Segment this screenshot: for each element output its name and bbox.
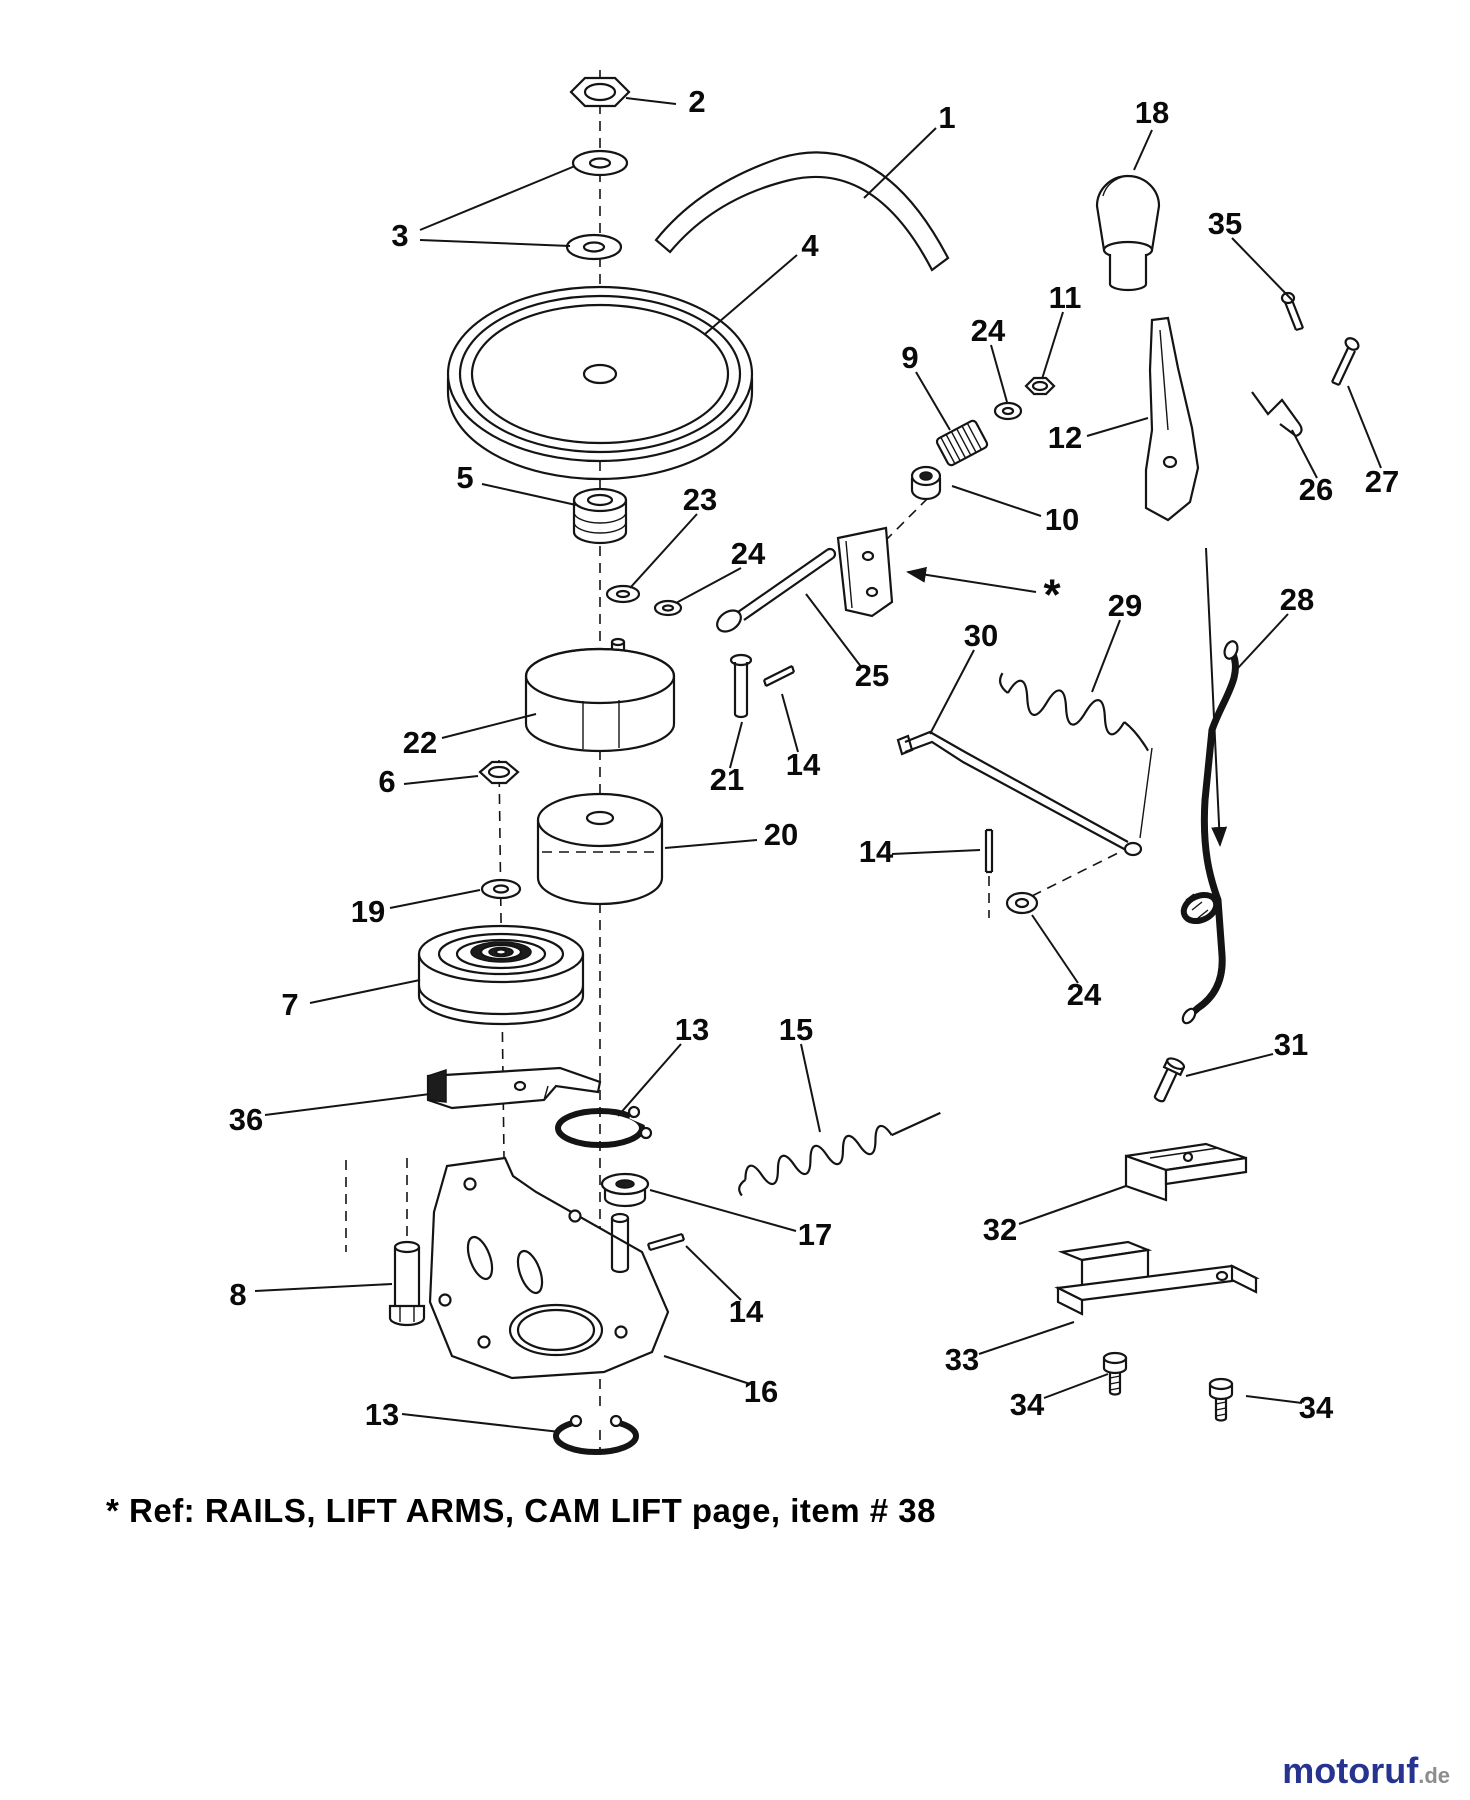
watermark-tld: .de (1418, 1763, 1450, 1788)
part-34-bolt-left (1102, 1351, 1128, 1396)
callout-4: 4 (801, 228, 819, 263)
callout-31: 31 (1274, 1027, 1308, 1062)
part-34-bolt-right (1208, 1377, 1234, 1422)
part-24-washer-c (1005, 891, 1039, 915)
callout-14-a: 14 (786, 747, 821, 782)
callout-5: 5 (456, 460, 473, 495)
part-16-mounting-plate (428, 1156, 670, 1380)
part-35-screw (1280, 291, 1305, 332)
callout-19: 19 (351, 894, 385, 929)
part-24-washer-a (653, 599, 683, 617)
callout-29: 29 (1108, 588, 1142, 623)
callout-28: 28 (1280, 582, 1314, 617)
callout-32: 32 (983, 1212, 1017, 1247)
part-5-spacer (572, 487, 628, 545)
callout-22: 22 (403, 725, 437, 760)
part-11-nut (1024, 376, 1056, 396)
callout-9: 9 (901, 340, 918, 375)
part-29-spring (998, 672, 1153, 839)
part-14-pin-b (984, 828, 994, 874)
part-25-eye-bolt (716, 547, 837, 633)
part-13-retaining-ring-bottom (553, 1411, 639, 1455)
callout-35: 35 (1208, 206, 1242, 241)
watermark: motoruf.de (1282, 1750, 1450, 1792)
callout-26: 26 (1299, 472, 1333, 507)
callout-11: 11 (1049, 280, 1082, 315)
part-3-washers (565, 149, 629, 261)
part-2-hex-nut (569, 76, 631, 108)
part-20-drum (536, 792, 664, 906)
callout-18: 18 (1135, 95, 1169, 130)
part-17-bushing (600, 1172, 650, 1208)
callout-6: 6 (378, 764, 395, 799)
part-22-band-clamp (524, 637, 676, 753)
part-13-retaining-ring-top (555, 1105, 663, 1148)
callout-7: 7 (281, 987, 298, 1022)
callout-24-a: 24 (971, 313, 1006, 348)
part-10-bushing (910, 465, 942, 501)
callout-labels: 2 1 18 3 35 4 24 11 9 12 26 27 10 5 23 2… (229, 84, 1399, 1432)
part-32-bracket (1124, 1142, 1248, 1202)
part-19-washer (480, 878, 522, 900)
part-27-screw (1331, 337, 1360, 387)
callout-16: 16 (744, 1374, 778, 1409)
leader-lines (254, 97, 1382, 1433)
callout-15: 15 (779, 1012, 813, 1047)
callout-23: 23 (683, 482, 717, 517)
callout-13-a: 13 (675, 1012, 709, 1047)
part-14-pin-c (646, 1232, 686, 1252)
part-12-lever (1144, 316, 1200, 522)
part-24-washer-b (993, 401, 1023, 421)
part-26-spring-clip (1251, 391, 1303, 438)
callout-2: 2 (688, 84, 705, 119)
reference-footnote: * Ref: RAILS, LIFT ARMS, CAM LIFT page, … (106, 1492, 937, 1529)
part-21-bolt (729, 653, 753, 719)
part-1-belt-guide (654, 151, 950, 272)
callout-24-b: 24 (731, 536, 766, 571)
callout-25: 25 (855, 658, 889, 693)
part-8-bolt (388, 1240, 426, 1327)
part-18-knob (1095, 174, 1161, 292)
callout-13-b: 13 (365, 1397, 399, 1432)
callout-asterisk: * (1043, 571, 1061, 620)
part-7-idler-pulley (417, 924, 585, 1026)
callout-21: 21 (710, 762, 744, 797)
watermark-brand: motoruf (1282, 1750, 1419, 1791)
callout-27: 27 (1365, 464, 1399, 499)
callout-20: 20 (764, 817, 798, 852)
callout-24-c: 24 (1067, 977, 1102, 1012)
part-9-knurled-sleeve (935, 419, 989, 467)
part-30-rod (896, 730, 1143, 857)
callout-1: 1 (938, 100, 955, 135)
part-36-bracket (426, 1066, 602, 1110)
callout-3: 3 (391, 218, 408, 253)
callout-30: 30 (964, 618, 998, 653)
part-4-pulley (446, 285, 754, 481)
callout-8: 8 (229, 1277, 246, 1312)
callout-14-b: 14 (859, 834, 894, 869)
part-31-bolt (1153, 1057, 1186, 1103)
callout-34-b: 34 (1299, 1390, 1334, 1425)
part-6-hex-nut (478, 760, 520, 785)
part-14-pin-a (762, 665, 796, 687)
callout-12: 12 (1048, 420, 1082, 455)
callout-34-a: 34 (1010, 1387, 1045, 1422)
part-15-spring (738, 1111, 941, 1197)
part-23-washer (605, 584, 641, 604)
part-asterisk-bracket (836, 526, 894, 618)
callout-33: 33 (945, 1342, 979, 1377)
part-33-bracket (1054, 1240, 1260, 1316)
part-28-lever-rod (1180, 640, 1239, 1025)
callout-36: 36 (229, 1102, 263, 1137)
callout-10: 10 (1045, 502, 1079, 537)
callout-14-c: 14 (729, 1294, 764, 1329)
callout-17: 17 (798, 1217, 832, 1252)
